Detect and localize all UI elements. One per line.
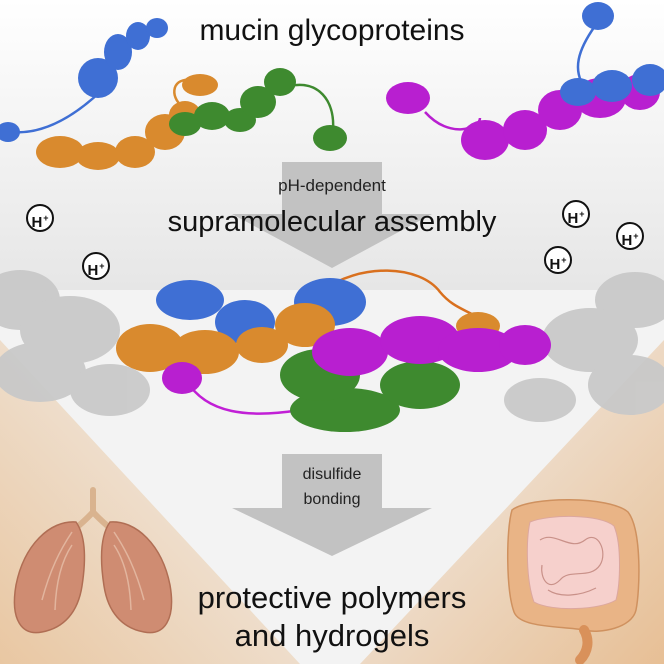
title: mucin glycoproteins — [199, 14, 465, 47]
assembled-filament — [0, 269, 664, 432]
down-arrow-icon-step2 — [232, 454, 432, 556]
intestine-icon — [506, 499, 640, 664]
proton-icon: H+ — [26, 204, 54, 232]
monomer-green — [169, 68, 347, 151]
outcome-line2: and hydrogels — [234, 618, 430, 653]
step1-label-line1: pH-dependent — [278, 176, 386, 195]
proton-icon: H+ — [562, 200, 590, 228]
lungs-icon — [13, 487, 173, 634]
down-arrow-icon-step1 — [232, 162, 432, 268]
outcome-line1: protective polymers — [197, 580, 467, 615]
proton-icon: H+ — [82, 252, 110, 280]
step2-label-line1: disulfide — [302, 466, 362, 483]
step2-label-line2: bonding — [303, 491, 361, 508]
monomer-blue-left — [0, 18, 168, 142]
proton-icon: H+ — [544, 246, 572, 274]
step1-label-line2: supramolecular assembly — [167, 206, 497, 238]
proton-icon: H+ — [616, 222, 644, 250]
monomer-blue-right — [560, 2, 664, 106]
gray-neighbors — [0, 270, 664, 422]
